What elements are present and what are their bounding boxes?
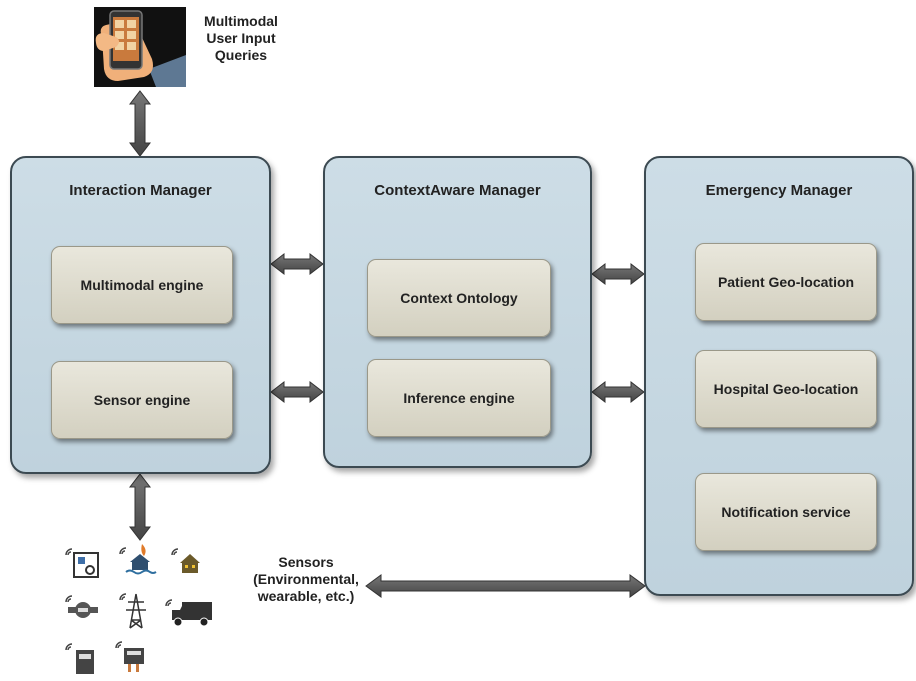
smart-plug-icon	[114, 638, 148, 676]
arrow-context-emergency-bottom	[591, 380, 645, 404]
patient-geolocation-box: Patient Geo-location	[695, 243, 877, 321]
sensors-label-line: (Environmental,	[253, 571, 359, 587]
context-aware-manager: ContextAware Manager Context Ontology In…	[323, 156, 592, 468]
hospital-geolocation-box: Hospital Geo-location	[695, 350, 877, 428]
user-input-label: Multimodal User Input Queries	[196, 13, 286, 64]
arrow-sensors-to-emergency	[365, 574, 646, 598]
arrow-interaction-context-bottom	[270, 380, 324, 404]
notification-service-box: Notification service	[695, 473, 877, 551]
arrow-interaction-context-top	[270, 252, 324, 276]
sensor-engine: Sensor engine	[51, 361, 233, 439]
power-pylon-icon	[118, 590, 152, 630]
user-input-label-line: Queries	[214, 47, 268, 63]
multimodal-engine: Multimodal engine	[51, 246, 233, 324]
emergency-manager: Emergency Manager Patient Geo-location H…	[644, 156, 914, 596]
flood-sensor-icon	[118, 542, 158, 578]
context-ontology-box: Context Ontology	[367, 259, 551, 337]
arrow-user-to-interaction	[128, 90, 152, 157]
inference-engine-box: Inference engine	[367, 359, 551, 437]
emergency-manager-title: Emergency Manager	[705, 182, 853, 199]
water-meter-icon	[64, 592, 102, 622]
sensors-label: Sensors (Environmental, wearable, etc.)	[246, 554, 366, 605]
arrow-interaction-to-sensors	[128, 473, 152, 541]
home-sensor-icon	[170, 545, 204, 577]
interaction-manager: Interaction Manager Multimodal engine Se…	[10, 156, 271, 474]
user-input-label-line: Multimodal	[204, 13, 278, 29]
smartphone-in-hand-icon	[94, 7, 186, 87]
context-aware-manager-title: ContextAware Manager	[374, 182, 541, 199]
sensors-label-line: Sensors	[278, 554, 334, 570]
arrow-context-emergency-top	[591, 262, 645, 286]
energy-meter-icon	[64, 640, 98, 676]
sensors-label-line: wearable, etc.)	[257, 588, 355, 604]
thermostat-sensor-icon	[64, 545, 102, 581]
user-input-label-line: User Input	[206, 30, 276, 46]
truck-tracker-icon	[164, 596, 218, 628]
interaction-manager-title: Interaction Manager	[69, 182, 212, 199]
